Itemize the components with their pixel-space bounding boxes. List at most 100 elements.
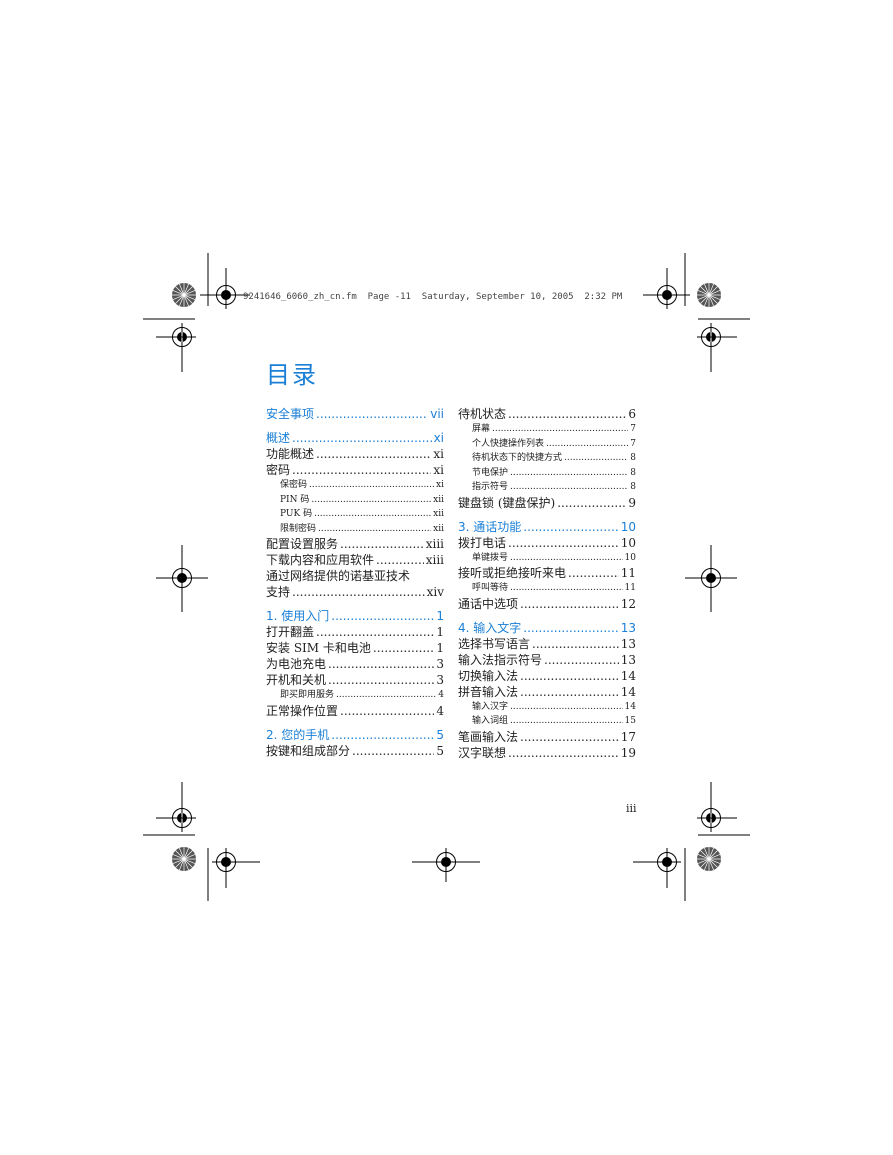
section-gap [458,511,636,519]
toc-subsection-entry[interactable]: 呼叫等待11 [458,581,636,596]
toc-page-number: 8 [630,467,636,478]
toc-subsection-entry[interactable]: 输入汉字 14 [458,700,636,715]
toc-subsection-entry[interactable]: 输入词组15 [458,714,636,729]
toc-entry[interactable]: 安装 SIM 卡和电池 1 [266,640,444,656]
toc-entry-title: 输入汉字 [472,701,509,712]
toc-page-number: 15 [624,716,636,726]
dot-leader [523,620,618,636]
toc-entry-title: 个人快捷操作列表 [472,438,545,449]
dot-leader [336,688,436,703]
toc-page-number: 1 [436,625,444,639]
toc-chapter-entry[interactable]: 4. 输入文字13 [458,620,636,636]
toc-entry[interactable]: 汉字联想19 [458,745,636,761]
toc-page-number: 14 [620,684,636,699]
toc-entry-title: 选择书写语言 [458,636,531,651]
toc-subsection-entry[interactable]: 节电保护8 [458,466,636,481]
toc-subsection-entry[interactable]: 个人快捷操作列表7 [458,437,636,452]
toc-entry[interactable]: 输入法指示符号 13 [458,652,636,668]
toc-entry-title: 2. 您的手机 [266,727,330,742]
toc-page-number: 12 [620,596,636,611]
toc-page-number: xiii [425,537,444,551]
toc-subsection-entry[interactable]: PUK 码 xii [266,507,444,522]
page-title: 目录 [266,361,318,389]
toc-entry-title: 待机状态下的快捷方式 [472,453,563,463]
toc-chapter-entry[interactable]: 安全事项 vii [266,406,444,422]
toc-subsection-entry[interactable]: 单键拨号 10 [458,551,636,566]
toc-entry[interactable]: 接听或拒绝接听来电11 [458,565,636,581]
toc-subsection-entry[interactable]: 屏幕7 [458,422,636,437]
toc-chapter-entry[interactable]: 3. 通话功能10 [458,519,636,535]
toc-page-number: 10 [624,552,636,563]
toc-entry-title: 拨打电话 [458,535,507,550]
toc-page-number: xii [433,494,444,505]
toc-entry-title: 单键拨号 [472,552,509,563]
toc-entry[interactable]: 切换输入法14 [458,668,636,684]
print-header: 9241646_6060_zh_cn.fm Page -11 Saturday,… [243,292,623,302]
dot-leader [316,446,431,462]
toc-entry[interactable]: 开机和关机3 [266,672,444,688]
toc-entry[interactable]: 通过网络提供的诺基亚技术 [266,568,444,584]
toc-page-number: xi [433,463,444,477]
toc-subsection-entry[interactable]: PIN 码 xii [266,493,444,508]
toc-entry[interactable]: 正常操作位置4 [266,703,444,719]
toc-entry[interactable]: 密码xi [266,462,444,478]
toc-page-number: 6 [628,407,636,421]
toc-page-number: xiii [425,553,444,567]
toc-entry-title: 3. 通话功能 [458,519,522,534]
section-gap [266,719,444,727]
toc-page-number: 3 [436,657,444,671]
toc-entry[interactable]: 配置设置服务 xiii [266,536,444,552]
toc-entry[interactable]: 键盘锁 (键盘保护)9 [458,495,636,511]
toc-entry-title: 配置设置服务 [266,537,339,551]
toc-page-number: 14 [624,701,636,712]
toc-entry-title: 1. 使用入门 [266,609,330,623]
toc-subsection-entry[interactable]: 指示符号8 [458,480,636,495]
toc-entry-title: 安装 SIM 卡和电池 [266,641,371,655]
dot-leader [508,745,619,761]
toc-entry[interactable]: 笔画输入法17 [458,729,636,745]
toc-chapter-entry[interactable]: 2. 您的手机5 [266,727,444,743]
toc-page-number: 8 [630,453,636,463]
dot-leader [318,522,431,537]
dot-leader [510,466,628,481]
toc-chapter-entry[interactable]: 概述xi [266,430,444,446]
toc-entry[interactable]: 通话中选项 12 [458,596,636,612]
toc-page-number: 19 [620,745,636,760]
toc-page-number: 13 [620,652,636,667]
toc-entry-title: 安全事项 [266,407,315,421]
toc-entry[interactable]: 打开翻盖1 [266,624,444,640]
dot-leader [564,451,628,466]
toc-right-column: 待机状态6屏幕7个人快捷操作列表7待机状态下的快捷方式8节电保护8指示符号8键盘… [458,406,636,761]
toc-entry-title: 开机和关机 [266,673,327,687]
toc-subsection-entry[interactable]: 待机状态下的快捷方式 8 [458,451,636,466]
toc-entry-title: PUK 码 [280,509,313,519]
toc-entry[interactable]: 待机状态 6 [458,406,636,422]
toc-entry[interactable]: 为电池充电 3 [266,656,444,672]
toc-page-number: vii [430,407,444,421]
toc-entry[interactable]: 拨打电话10 [458,535,636,551]
dot-leader [520,684,619,700]
toc-subsection-entry[interactable]: 即买即用服务4 [266,688,444,703]
toc-entry[interactable]: 选择书写语言13 [458,636,636,652]
toc-page-number: 1 [436,641,444,655]
toc-entry-title: 即买即用服务 [280,690,335,700]
toc-subsection-entry[interactable]: 限制密码xii [266,522,444,537]
toc-entry[interactable]: 按键和组成部分5 [266,743,444,759]
toc-entry-title: PIN 码 [280,494,310,505]
toc-chapter-entry[interactable]: 1. 使用入门1 [266,608,444,624]
toc-entry-title: 接听或拒绝接听来电 [458,566,567,580]
toc-entry-title: 通话中选项 [458,596,519,611]
toc-entry[interactable]: 拼音输入法14 [458,684,636,700]
toc-subsection-entry[interactable]: 保密码xi [266,478,444,493]
toc-entry[interactable]: 功能概述xi [266,446,444,462]
toc-page-number: xii [433,509,444,519]
toc-entry-title: 限制密码 [280,523,317,534]
toc-entry-title: 待机状态 [458,407,507,421]
toc-entry[interactable]: 支持xiv [266,584,444,600]
dot-leader [328,656,434,672]
toc-entry-title: 为电池充电 [266,657,327,671]
toc-entry-title: 指示符号 [472,482,509,492]
toc-entry[interactable]: 下载内容和应用软件xiii [266,552,444,568]
toc-entry-title: 输入法指示符号 [458,652,543,667]
dot-leader [510,581,623,596]
